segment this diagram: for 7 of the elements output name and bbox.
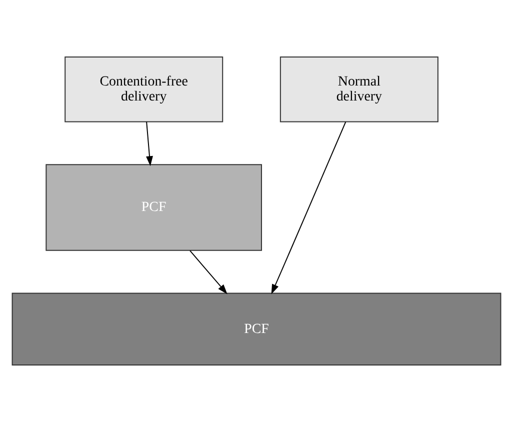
node-box: PCF — [46, 164, 262, 250]
arrow — [271, 120, 346, 294]
node-box: Normal delivery — [280, 56, 438, 122]
arrow — [146, 120, 153, 166]
node-box: PCF — [12, 292, 502, 366]
node-box: Contention-free delivery — [64, 56, 224, 122]
arrow — [190, 250, 228, 294]
